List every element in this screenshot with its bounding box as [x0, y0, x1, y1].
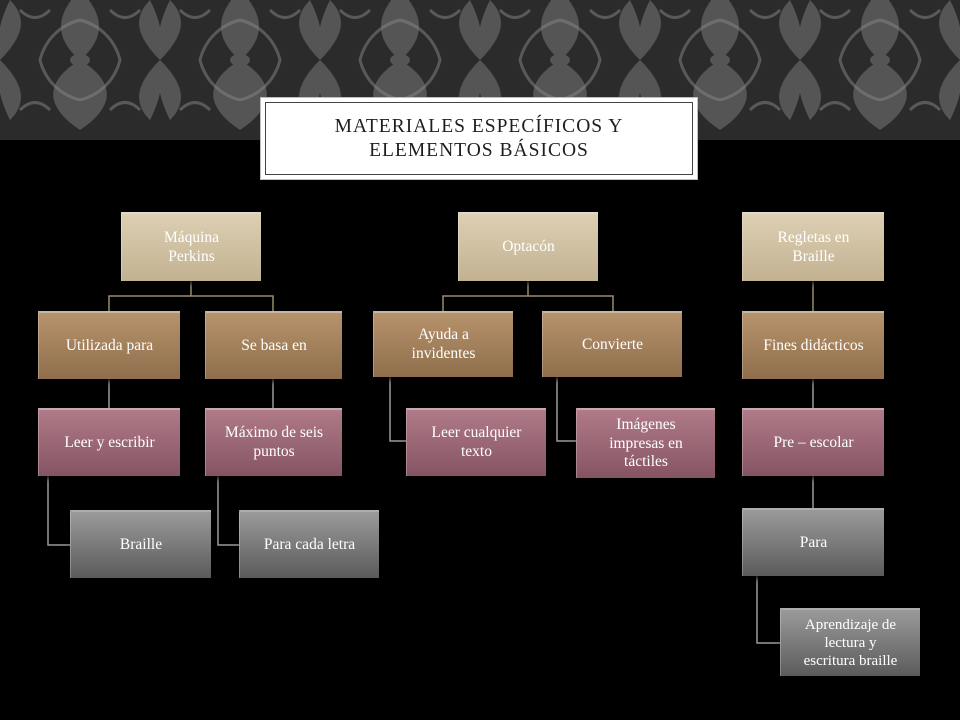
- connector-optacon-left: [442, 281, 529, 311]
- node-ayuda-invidentes: Ayuda a invidentes: [373, 311, 513, 377]
- node-se-basa-en: Se basa en: [205, 311, 342, 379]
- node-fines-didacticos: Fines didácticos: [742, 311, 884, 379]
- node-optacon: Optacón: [458, 212, 598, 281]
- node-braille: Braille: [70, 510, 211, 578]
- connector-perkins-left-l4: [47, 476, 70, 546]
- node-imagenes-tactiles: Imágenes impresas en táctiles: [576, 408, 715, 478]
- connector-perkins-right: [191, 295, 274, 311]
- slide-title-box: MATERIALES ESPECÍFICOS Y ELEMENTOS BÁSIC…: [260, 97, 698, 180]
- node-para-cada-letra: Para cada letra: [239, 510, 379, 578]
- connector-optacon-left-l3: [389, 377, 406, 442]
- connector-perkins-right-l4: [217, 476, 239, 546]
- node-maquina-perkins: Máquina Perkins: [121, 212, 261, 281]
- node-pre-escolar: Pre – escolar: [742, 408, 884, 476]
- node-leer-cualquier-texto: Leer cualquier texto: [406, 408, 546, 476]
- node-aprendizaje-lectura-escritura: Aprendizaje de lectura y escritura brail…: [780, 608, 920, 676]
- node-utilizada-para: Utilizada para: [38, 311, 180, 379]
- connector-regletas-l5: [756, 576, 780, 644]
- node-leer-y-escribir: Leer y escribir: [38, 408, 180, 476]
- node-para: Para: [742, 508, 884, 576]
- connector-optacon-right-l3: [556, 377, 576, 442]
- slide-title: MATERIALES ESPECÍFICOS Y ELEMENTOS BÁSIC…: [334, 115, 624, 161]
- node-regletas-braille: Regletas en Braille: [742, 212, 884, 281]
- damask-banner: [0, 0, 960, 140]
- node-convierte: Convierte: [542, 311, 682, 377]
- node-maximo-seis-puntos: Máximo de seis puntos: [205, 408, 342, 476]
- connector-optacon-right: [528, 295, 614, 311]
- connector-perkins-left: [108, 281, 192, 311]
